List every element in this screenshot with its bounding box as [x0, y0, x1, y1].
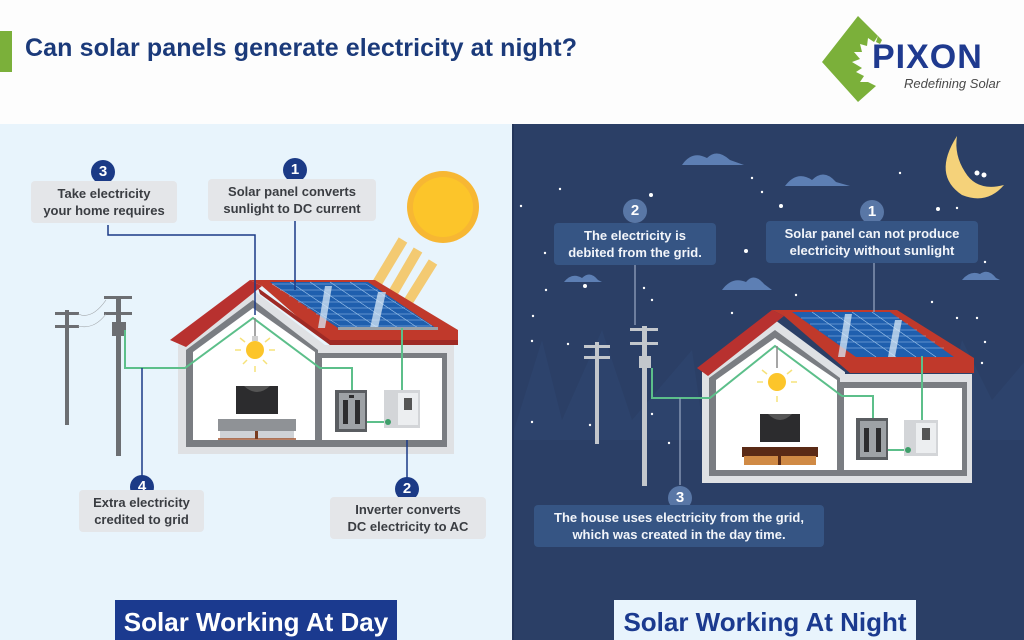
callout-take-electricity: Take electricity your home requires — [31, 181, 177, 223]
solar-panel-icon — [792, 311, 954, 358]
callout-cannot-produce: Solar panel can not produce electricity … — [766, 221, 978, 263]
day-panel: 1 Solar panel converts sunlight to DC cu… — [0, 124, 512, 640]
moon-icon — [945, 136, 1004, 199]
tv-icon — [742, 414, 818, 465]
night-scene — [514, 136, 1024, 486]
solar-panel-icon — [270, 281, 438, 330]
light-bulb-icon — [235, 318, 275, 372]
inverter-icon — [904, 420, 938, 456]
breaker-panel-icon — [335, 390, 367, 432]
sun-diamond-logo-icon — [822, 16, 882, 102]
logo-tagline: Redefining Solar — [904, 76, 1001, 91]
step-number-2: 2 — [623, 199, 647, 223]
title-accent-bar — [0, 31, 12, 72]
callout-house-uses-grid: The house uses electricity from the grid… — [534, 505, 824, 547]
tv-icon — [218, 386, 296, 440]
sun-icon — [407, 171, 479, 243]
breaker-panel-icon — [856, 418, 888, 460]
callout-extra-electricity: Extra electricity credited to grid — [79, 490, 204, 532]
night-panel: 2 The electricity is debited from the gr… — [512, 124, 1024, 640]
header: Can solar panels generate electricity at… — [0, 0, 1024, 122]
pixon-logo: PIXON Redefining Solar — [820, 14, 1010, 104]
utility-pole-icon — [595, 342, 599, 444]
night-banner: Solar Working At Night — [614, 600, 916, 640]
cloud-icon — [564, 153, 1000, 290]
step-number-3: 3 — [91, 160, 115, 184]
step-number-1: 1 — [283, 158, 307, 182]
callout-inverter-converts: Inverter converts DC electricity to AC — [330, 497, 486, 539]
callout-debited-from-grid: The electricity is debited from the grid… — [554, 223, 716, 265]
day-scene — [55, 171, 479, 478]
light-bulb-icon — [757, 346, 797, 402]
page-title: Can solar panels generate electricity at… — [25, 34, 578, 62]
step-number-1: 1 — [860, 200, 884, 224]
inverter-icon — [384, 390, 420, 428]
callout-solar-panel-converts: Solar panel converts sunlight to DC curr… — [208, 179, 376, 221]
day-banner: Solar Working At Day — [115, 600, 397, 640]
utility-pole-icon — [55, 296, 132, 456]
logo-name: PIXON — [872, 38, 983, 76]
